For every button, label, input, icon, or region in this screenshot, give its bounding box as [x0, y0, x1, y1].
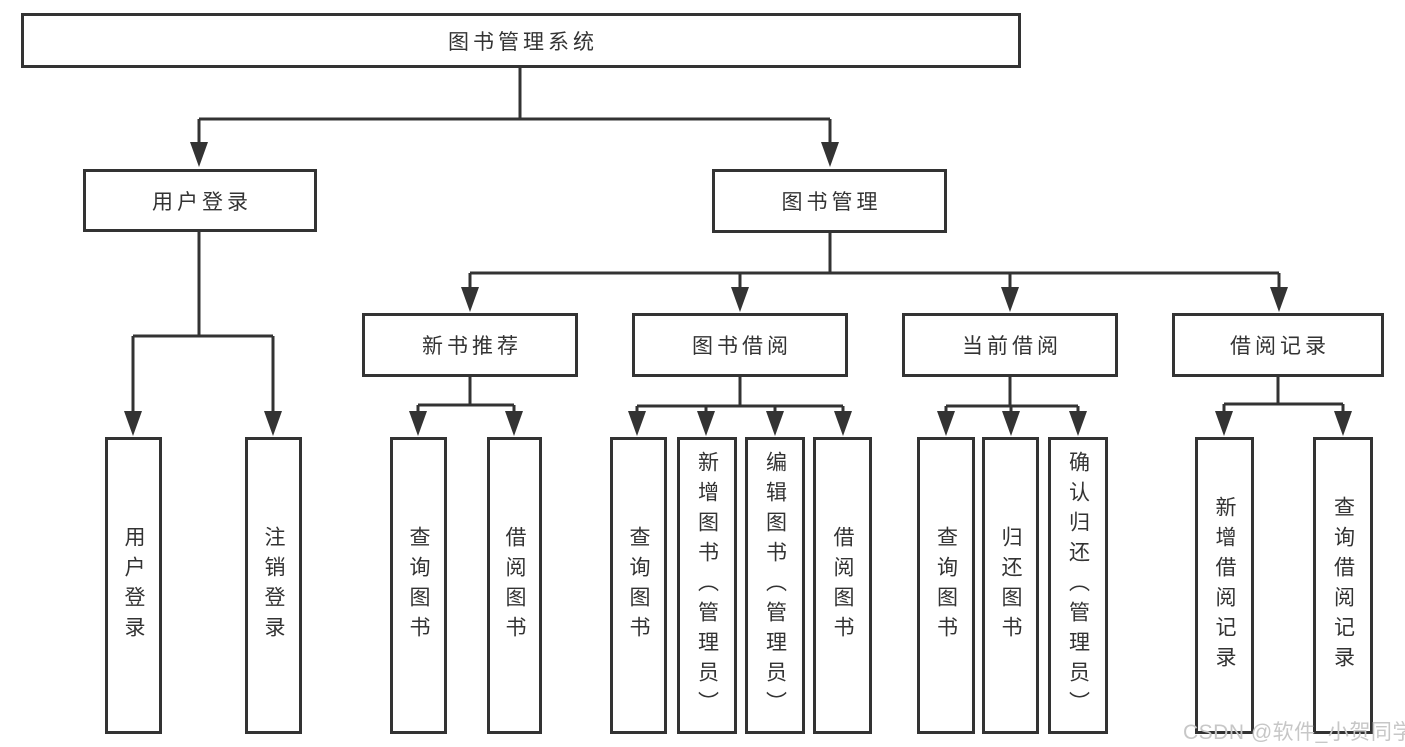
node-label: 借阅记录	[1230, 335, 1330, 358]
node-label: 查询图书	[934, 525, 958, 646]
node-book-management: 图书管理	[712, 169, 947, 233]
node-borrowing-records: 借阅记录	[1172, 313, 1384, 377]
leaf-logout: 注销登录	[245, 437, 302, 734]
node-label: 编辑图书（管理员）	[763, 450, 787, 721]
node-label: 图书管理系统	[448, 30, 598, 54]
leaf-borrow-books-recommend: 借阅图书	[487, 437, 542, 734]
node-label: 用户登录	[152, 190, 252, 214]
node-label: 注销登录	[262, 525, 285, 646]
csdn-watermark: CSDN @软件_小贺同学	[1183, 721, 1405, 744]
node-label: 新增图书（管理员）	[695, 450, 719, 721]
leaf-add-book-admin: 新增图书（管理员）	[677, 437, 737, 734]
leaf-query-borrow-record: 查询借阅记录	[1313, 437, 1373, 734]
node-library-management-system: 图书管理系统	[21, 13, 1021, 68]
leaf-query-books-recommend: 查询图书	[390, 437, 447, 734]
node-new-book-recommendation: 新书推荐	[362, 313, 578, 377]
leaf-query-books-borrowing: 查询图书	[610, 437, 667, 734]
node-label: 借阅图书	[503, 525, 526, 646]
leaf-borrow-books-borrowing: 借阅图书	[813, 437, 872, 734]
leaf-confirm-return-admin: 确认归还（管理员）	[1048, 437, 1108, 734]
node-label: 图书借阅	[692, 335, 792, 358]
arrowheads	[124, 142, 1352, 436]
leaf-add-borrow-record: 新增借阅记录	[1195, 437, 1254, 734]
node-label: 确认归还（管理员）	[1066, 450, 1090, 721]
leaf-return-books: 归还图书	[982, 437, 1039, 734]
node-user-login: 用户登录	[83, 169, 317, 232]
leaf-user-login: 用户登录	[105, 437, 162, 734]
node-label: 查询图书	[407, 525, 430, 646]
leaf-edit-book-admin: 编辑图书（管理员）	[745, 437, 805, 734]
connector-lines	[131, 68, 1345, 412]
node-label: 借阅图书	[831, 525, 854, 646]
node-label: 图书管理	[781, 191, 882, 214]
node-current-borrowing: 当前借阅	[902, 313, 1118, 377]
leaf-query-books-current: 查询图书	[917, 437, 975, 734]
node-book-borrowing: 图书借阅	[632, 313, 848, 377]
node-label: 查询借阅记录	[1331, 495, 1355, 676]
node-label: 当前借阅	[962, 335, 1062, 358]
node-label: 归还图书	[999, 525, 1022, 646]
node-label: 新书推荐	[422, 335, 522, 358]
node-label: 新增借阅记录	[1213, 495, 1236, 676]
node-label: 用户登录	[122, 525, 145, 646]
node-label: 查询图书	[627, 525, 650, 646]
